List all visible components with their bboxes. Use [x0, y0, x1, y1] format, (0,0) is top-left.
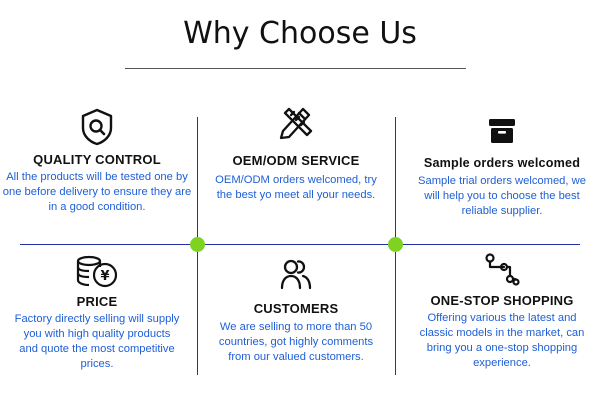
pencil-ruler-icon [279, 107, 313, 140]
feature-description: Factory directly selling will supply you… [14, 313, 180, 370]
page-title: Why Choose Us [183, 16, 417, 51]
feature-customers: CUSTOMERS We are selling to more than 50… [201, 258, 391, 365]
feature-description: Offering various the latest and classic … [419, 312, 585, 369]
feature-sample-orders: Sample orders welcomed Sample trial orde… [407, 116, 597, 219]
title-divider [125, 68, 466, 69]
feature-description: Sample trial orders welcomed, we will he… [418, 175, 586, 217]
archive-box-icon [489, 119, 515, 143]
route-icon [485, 253, 520, 286]
feature-heading: Sample orders welcomed [423, 156, 581, 170]
feature-description: All the products will be tested one by o… [2, 171, 192, 213]
svg-text:¥: ¥ [100, 269, 109, 284]
feature-oem-odm-service: OEM/ODM SERVICE OEM/ODM orders welcomed,… [201, 103, 391, 203]
feature-price: ¥ PRICE Factory directly selling will su… [2, 255, 192, 372]
users-icon [280, 259, 312, 290]
feature-heading: OEM/ODM SERVICE [232, 153, 360, 168]
grid-junction-dot-right [388, 237, 403, 252]
feature-one-stop-shopping: ONE-STOP SHOPPING Offering various the l… [407, 253, 597, 371]
feature-quality-control: QUALITY CONTROL All the products will be… [2, 108, 192, 215]
feature-heading: QUALITY CONTROL [33, 152, 161, 167]
feature-heading: CUSTOMERS [253, 301, 339, 316]
grid-junction-dot-left [190, 237, 205, 252]
feature-description: OEM/ODM orders welcomed, try the best yo… [215, 174, 377, 201]
feature-heading: PRICE [76, 294, 118, 309]
feature-description: We are selling to more than 50 countries… [218, 321, 374, 363]
feature-heading: ONE-STOP SHOPPING [430, 293, 574, 308]
grid-divider-horizontal [20, 244, 580, 245]
coins-yen-icon: ¥ [76, 255, 118, 288]
shield-search-icon [81, 108, 113, 146]
